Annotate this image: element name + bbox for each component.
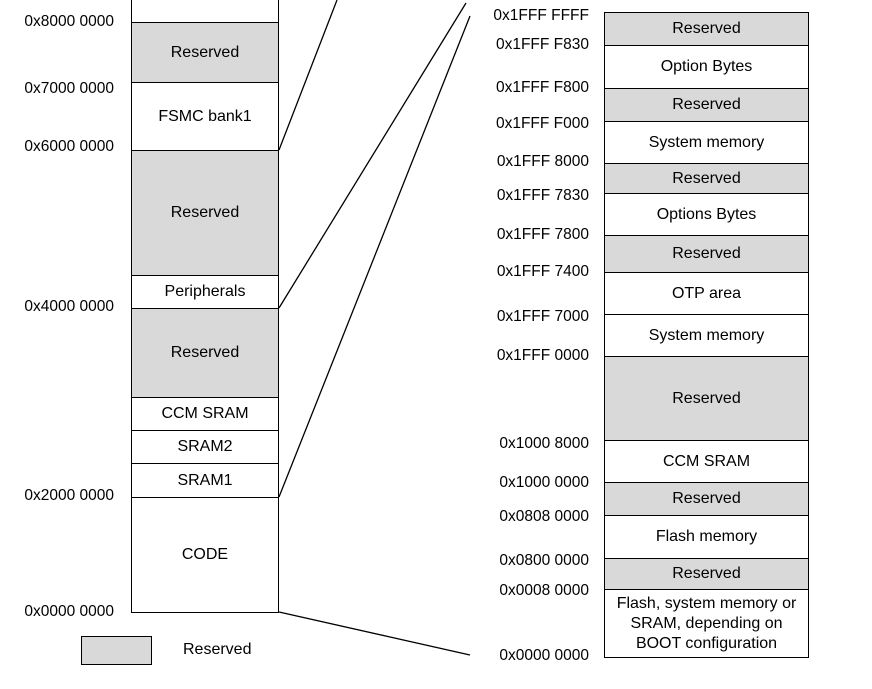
address-label: 0x1FFF 7800: [496, 226, 589, 243]
address-label: 0x1FFF 7830: [496, 187, 589, 204]
memory-block-reserved: Reserved: [604, 356, 809, 441]
memory-block-reserved: Reserved: [604, 558, 809, 590]
address-label: 0x1FFF F000: [495, 115, 589, 132]
memory-block-reserved: Reserved: [604, 88, 809, 122]
memory-block-peripherals: Peripherals: [131, 275, 279, 309]
memory-block-reserved: Reserved: [604, 163, 809, 194]
address-label: 0x6000 0000: [24, 138, 114, 155]
memory-block-ccm-sram: CCM SRAM: [131, 397, 279, 431]
address-label: 0x1FFF F830: [495, 36, 589, 53]
memory-block-reserved: Reserved: [604, 12, 809, 46]
memory-block-system-memory: System memory: [604, 121, 809, 164]
memory-block-reserved: Reserved: [604, 482, 809, 516]
memory-block-fsmc-bank1: FSMC bank1: [131, 82, 279, 151]
address-label: 0x4000 0000: [24, 298, 114, 315]
connector-line: [278, 2, 467, 309]
memory-block-reserved: Reserved: [131, 150, 279, 276]
memory-block-flash-memory: Flash memory: [604, 515, 809, 559]
memory-block-system-memory: System memory: [604, 314, 809, 357]
address-label: 0x1000 0000: [499, 474, 589, 491]
address-label: 0x1FFF F800: [495, 79, 589, 96]
legend-reserved-swatch: [81, 636, 152, 665]
address-label: 0x7000 0000: [24, 80, 114, 97]
memory-block-boot-alias: Flash, system memory or SRAM, depending …: [604, 589, 809, 658]
address-label: 0x0000 0000: [24, 603, 114, 620]
connector-line: [278, 611, 471, 656]
memory-block-top: [131, 0, 279, 23]
address-label: 0x2000 0000: [24, 487, 114, 504]
address-label: 0x1FFF 0000: [496, 347, 589, 364]
memory-block-reserved: Reserved: [131, 22, 279, 83]
address-label: 0x1FFF 8000: [496, 153, 589, 170]
address-label: 0x8000 0000: [24, 13, 114, 30]
address-label: 0x0000 0000: [499, 647, 589, 664]
address-label: 0x1FFF FFFF: [493, 7, 589, 24]
memory-block-reserved: Reserved: [604, 235, 809, 273]
memory-block-otp-area: OTP area: [604, 272, 809, 315]
address-label: 0x0808 0000: [499, 508, 589, 525]
memory-block-ccm-sram: CCM SRAM: [604, 440, 809, 483]
address-label: 0x0008 0000: [499, 582, 589, 599]
connector-line: [278, 15, 471, 498]
memory-block-option-bytes: Option Bytes: [604, 45, 809, 89]
address-label: 0x1000 8000: [499, 435, 589, 452]
address-label: 0x1FFF 7000: [496, 308, 589, 325]
memory-block-sram1: SRAM1: [131, 463, 279, 498]
address-label: 0x1FFF 7400: [496, 263, 589, 280]
memory-block-options-bytes: Options Bytes: [604, 193, 809, 236]
legend-reserved-label: Reserved: [183, 641, 252, 658]
connector-line: [278, 0, 338, 151]
address-label: 0x0800 0000: [499, 552, 589, 569]
memory-block-sram2: SRAM2: [131, 430, 279, 464]
memory-block-reserved: Reserved: [131, 308, 279, 398]
memory-block-code: CODE: [131, 497, 279, 613]
